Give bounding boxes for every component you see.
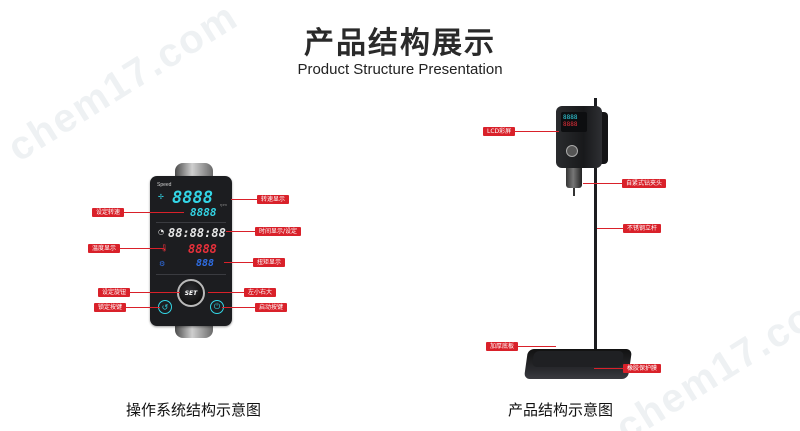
callout-set-knob: 设定旋钮 <box>98 288 131 297</box>
callout-line <box>126 307 160 308</box>
callout-line <box>597 228 624 229</box>
thermometer-icon: 🌡 <box>160 244 169 252</box>
divider <box>156 274 226 275</box>
controller-panel: Speed ✢ 8888 rpm 8888 ◔ 88:88:88 🌡 8888 … <box>150 176 232 326</box>
controller-bottom-cap <box>175 324 213 338</box>
lcd-temp-readout: 8888 <box>563 121 578 128</box>
panel-brand: Speed <box>157 182 172 188</box>
page-subtitle: Product Structure Presentation <box>297 61 503 78</box>
torque-readout: 888 <box>196 258 215 269</box>
callout-torque-display: 扭矩显示 <box>253 258 286 267</box>
lcd-speed-readout: 8888 <box>563 114 578 121</box>
watermark-right: chem17.com <box>608 273 800 431</box>
clock-icon: ◔ <box>158 228 165 236</box>
callout-left-small-right-large: 左小右大 <box>244 288 277 297</box>
callout-line <box>222 307 256 308</box>
torque-icon: ⚙ <box>159 260 166 268</box>
stirring-shaft <box>573 188 575 196</box>
callout-base: 加厚底板 <box>486 342 519 351</box>
rpm-unit: rpm <box>220 202 227 207</box>
callout-line <box>208 292 245 293</box>
callout-lock-button: 锁定按键 <box>94 303 127 312</box>
callout-temp-display: 温度显示 <box>88 244 121 253</box>
callout-line <box>122 212 184 213</box>
controller-caption: 操作系统结构示意图 <box>126 403 262 419</box>
callout-line <box>518 346 556 347</box>
drill-chuck <box>566 168 582 188</box>
lcd-screen: 8888 8888 <box>561 112 587 132</box>
set-knob-button[interactable]: SET <box>177 279 205 307</box>
speed-main-readout: 8888 <box>172 188 213 208</box>
callout-line <box>120 248 164 249</box>
callout-line <box>231 199 258 200</box>
lock-button[interactable]: ↺ <box>158 300 172 314</box>
speed-set-readout: 8888 <box>190 206 217 219</box>
callout-line <box>224 262 254 263</box>
page-title: 产品结构展示 <box>304 26 496 61</box>
callout-line <box>226 231 256 232</box>
timer-readout: 88:88:88 <box>168 226 226 240</box>
motor-head-side <box>598 112 608 164</box>
callout-speed-display: 转速显示 <box>257 195 290 204</box>
divider <box>156 222 226 223</box>
callout-line <box>514 131 559 132</box>
head-knob <box>566 145 578 157</box>
fan-icon: ✢ <box>158 193 164 201</box>
stirrer-caption: 产品结构示意图 <box>508 403 614 419</box>
callout-rod: 不锈钢立杆 <box>623 224 662 233</box>
callout-lcd: LCD彩屏 <box>483 127 516 136</box>
callout-line <box>130 292 180 293</box>
stainless-steel-rod <box>594 98 597 356</box>
callout-line <box>583 183 623 184</box>
temperature-readout: 8888 <box>188 242 217 256</box>
callout-set-speed: 设定转速 <box>92 208 125 217</box>
rubber-pad <box>531 351 625 367</box>
callout-start-button: 启动按键 <box>255 303 288 312</box>
callout-time-display: 时间显示/设定 <box>255 227 302 236</box>
callout-pad: 橡胶保护膜 <box>623 364 662 373</box>
callout-chuck: 自紧式钻夹头 <box>622 179 667 188</box>
callout-line <box>594 368 624 369</box>
